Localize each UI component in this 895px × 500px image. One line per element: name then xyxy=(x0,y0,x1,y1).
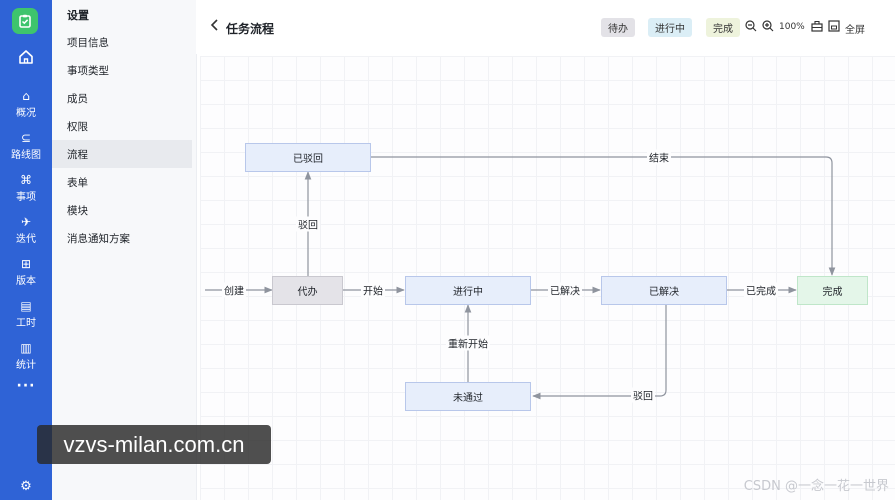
flow-edges xyxy=(205,156,836,400)
overview-icon: ⌂ xyxy=(22,88,30,103)
menu-item-notifications[interactable]: 消息通知方案 xyxy=(67,232,130,245)
edge-label-restart: 重新开始 xyxy=(446,335,490,351)
settings-menu: 设置 项目信息 事项类型 成员 权限 流程 表单 模块 消息通知方案 xyxy=(52,0,197,500)
iteration-icon: ✈ xyxy=(20,214,32,229)
rail-item-label: 迭代 xyxy=(16,233,36,245)
menu-item-modules[interactable]: 模块 xyxy=(67,204,88,217)
more-icon[interactable]: ··· xyxy=(16,378,36,394)
worktime-icon: ▤ xyxy=(20,298,32,313)
rail-item-label: 工时 xyxy=(16,317,36,329)
node-resolved[interactable]: 已解决 xyxy=(601,276,727,305)
edge-label-start: 开始 xyxy=(361,282,385,298)
legend-todo: 待办 xyxy=(601,18,635,37)
node-not-passed[interactable]: 未通过 xyxy=(405,382,531,411)
node-rejected[interactable]: 已驳回 xyxy=(245,143,371,172)
layout-icon[interactable] xyxy=(811,20,823,35)
roadmap-icon: ⊆ xyxy=(20,130,32,145)
gear-icon[interactable]: ⚙ xyxy=(20,478,32,494)
version-icon: ⊞ xyxy=(20,256,32,271)
rail-item-label: 统计 xyxy=(16,359,36,371)
rail-item-issues[interactable]: ⌘ 事项 xyxy=(0,168,52,208)
edge-label-reject-back: 驳回 xyxy=(631,387,655,403)
menu-title: 设置 xyxy=(67,9,89,22)
fullscreen-button[interactable]: 全屏 xyxy=(845,25,865,36)
edge-label-reject: 驳回 xyxy=(296,216,320,232)
rail-item-worktime[interactable]: ▤ 工时 xyxy=(0,294,52,334)
save-icon[interactable] xyxy=(828,20,840,35)
node-done[interactable]: 完成 xyxy=(797,276,868,305)
menu-item-forms[interactable]: 表单 xyxy=(67,176,88,189)
page-title: 任务流程 xyxy=(226,22,275,36)
issues-icon: ⌘ xyxy=(20,172,32,187)
rail-item-overview[interactable]: ⌂ 概况 xyxy=(0,84,52,124)
menu-item-issue-types[interactable]: 事项类型 xyxy=(67,64,109,77)
legend-in-progress: 进行中 xyxy=(648,18,692,37)
edge-label-resolved: 已解决 xyxy=(548,282,582,298)
menu-item-project-info[interactable]: 项目信息 xyxy=(67,36,109,49)
node-in-progress[interactable]: 进行中 xyxy=(405,276,531,305)
rail-item-label: 事项 xyxy=(16,191,36,203)
edge-finish xyxy=(371,156,836,276)
menu-item-permissions[interactable]: 权限 xyxy=(67,120,88,133)
back-icon[interactable] xyxy=(210,19,220,35)
zoom-level: 100% xyxy=(779,22,805,32)
zoom-out-icon[interactable] xyxy=(745,20,757,35)
edge-reject-down xyxy=(532,304,667,400)
edge-label-finish: 结束 xyxy=(647,149,671,165)
rail-item-label: 路线图 xyxy=(11,149,41,161)
node-todo[interactable]: 代办 xyxy=(272,276,343,305)
legend-done: 完成 xyxy=(706,18,740,37)
statistics-icon: ▥ xyxy=(20,340,32,355)
workflow-canvas[interactable]: 已驳回 代办 进行中 已解决 完成 未通过 创建 开始 已解决 已完成 驳回 结… xyxy=(200,56,895,500)
watermark-banner: vzvs-milan.com.cn xyxy=(37,425,271,464)
menu-item-workflow[interactable]: 流程 xyxy=(52,140,192,168)
zoom-in-icon[interactable] xyxy=(762,20,774,35)
rail-item-label: 概况 xyxy=(16,107,36,119)
edge-label-create: 创建 xyxy=(222,282,246,298)
rail-item-iteration[interactable]: ✈ 迭代 xyxy=(0,210,52,250)
home-icon[interactable] xyxy=(0,42,52,72)
rail-item-label: 版本 xyxy=(16,275,36,287)
rail-item-statistics[interactable]: ▥ 统计 xyxy=(0,336,52,376)
rail-item-roadmap[interactable]: ⊆ 路线图 xyxy=(0,126,52,166)
rail-item-version[interactable]: ⊞ 版本 xyxy=(0,252,52,292)
app-logo-icon[interactable] xyxy=(12,8,38,34)
page-header: 任务流程 待办 进行中 完成 100% 全屏 xyxy=(196,0,895,54)
app-rail: ⌂ 概况 ⊆ 路线图 ⌘ 事项 ✈ 迭代 ⊞ 版本 ▤ 工时 ▥ 统计 ··· … xyxy=(0,0,52,500)
edge-label-completed: 已完成 xyxy=(744,282,778,298)
menu-item-members[interactable]: 成员 xyxy=(67,92,88,105)
credit-watermark: CSDN @一念一花一世界 xyxy=(743,479,889,494)
